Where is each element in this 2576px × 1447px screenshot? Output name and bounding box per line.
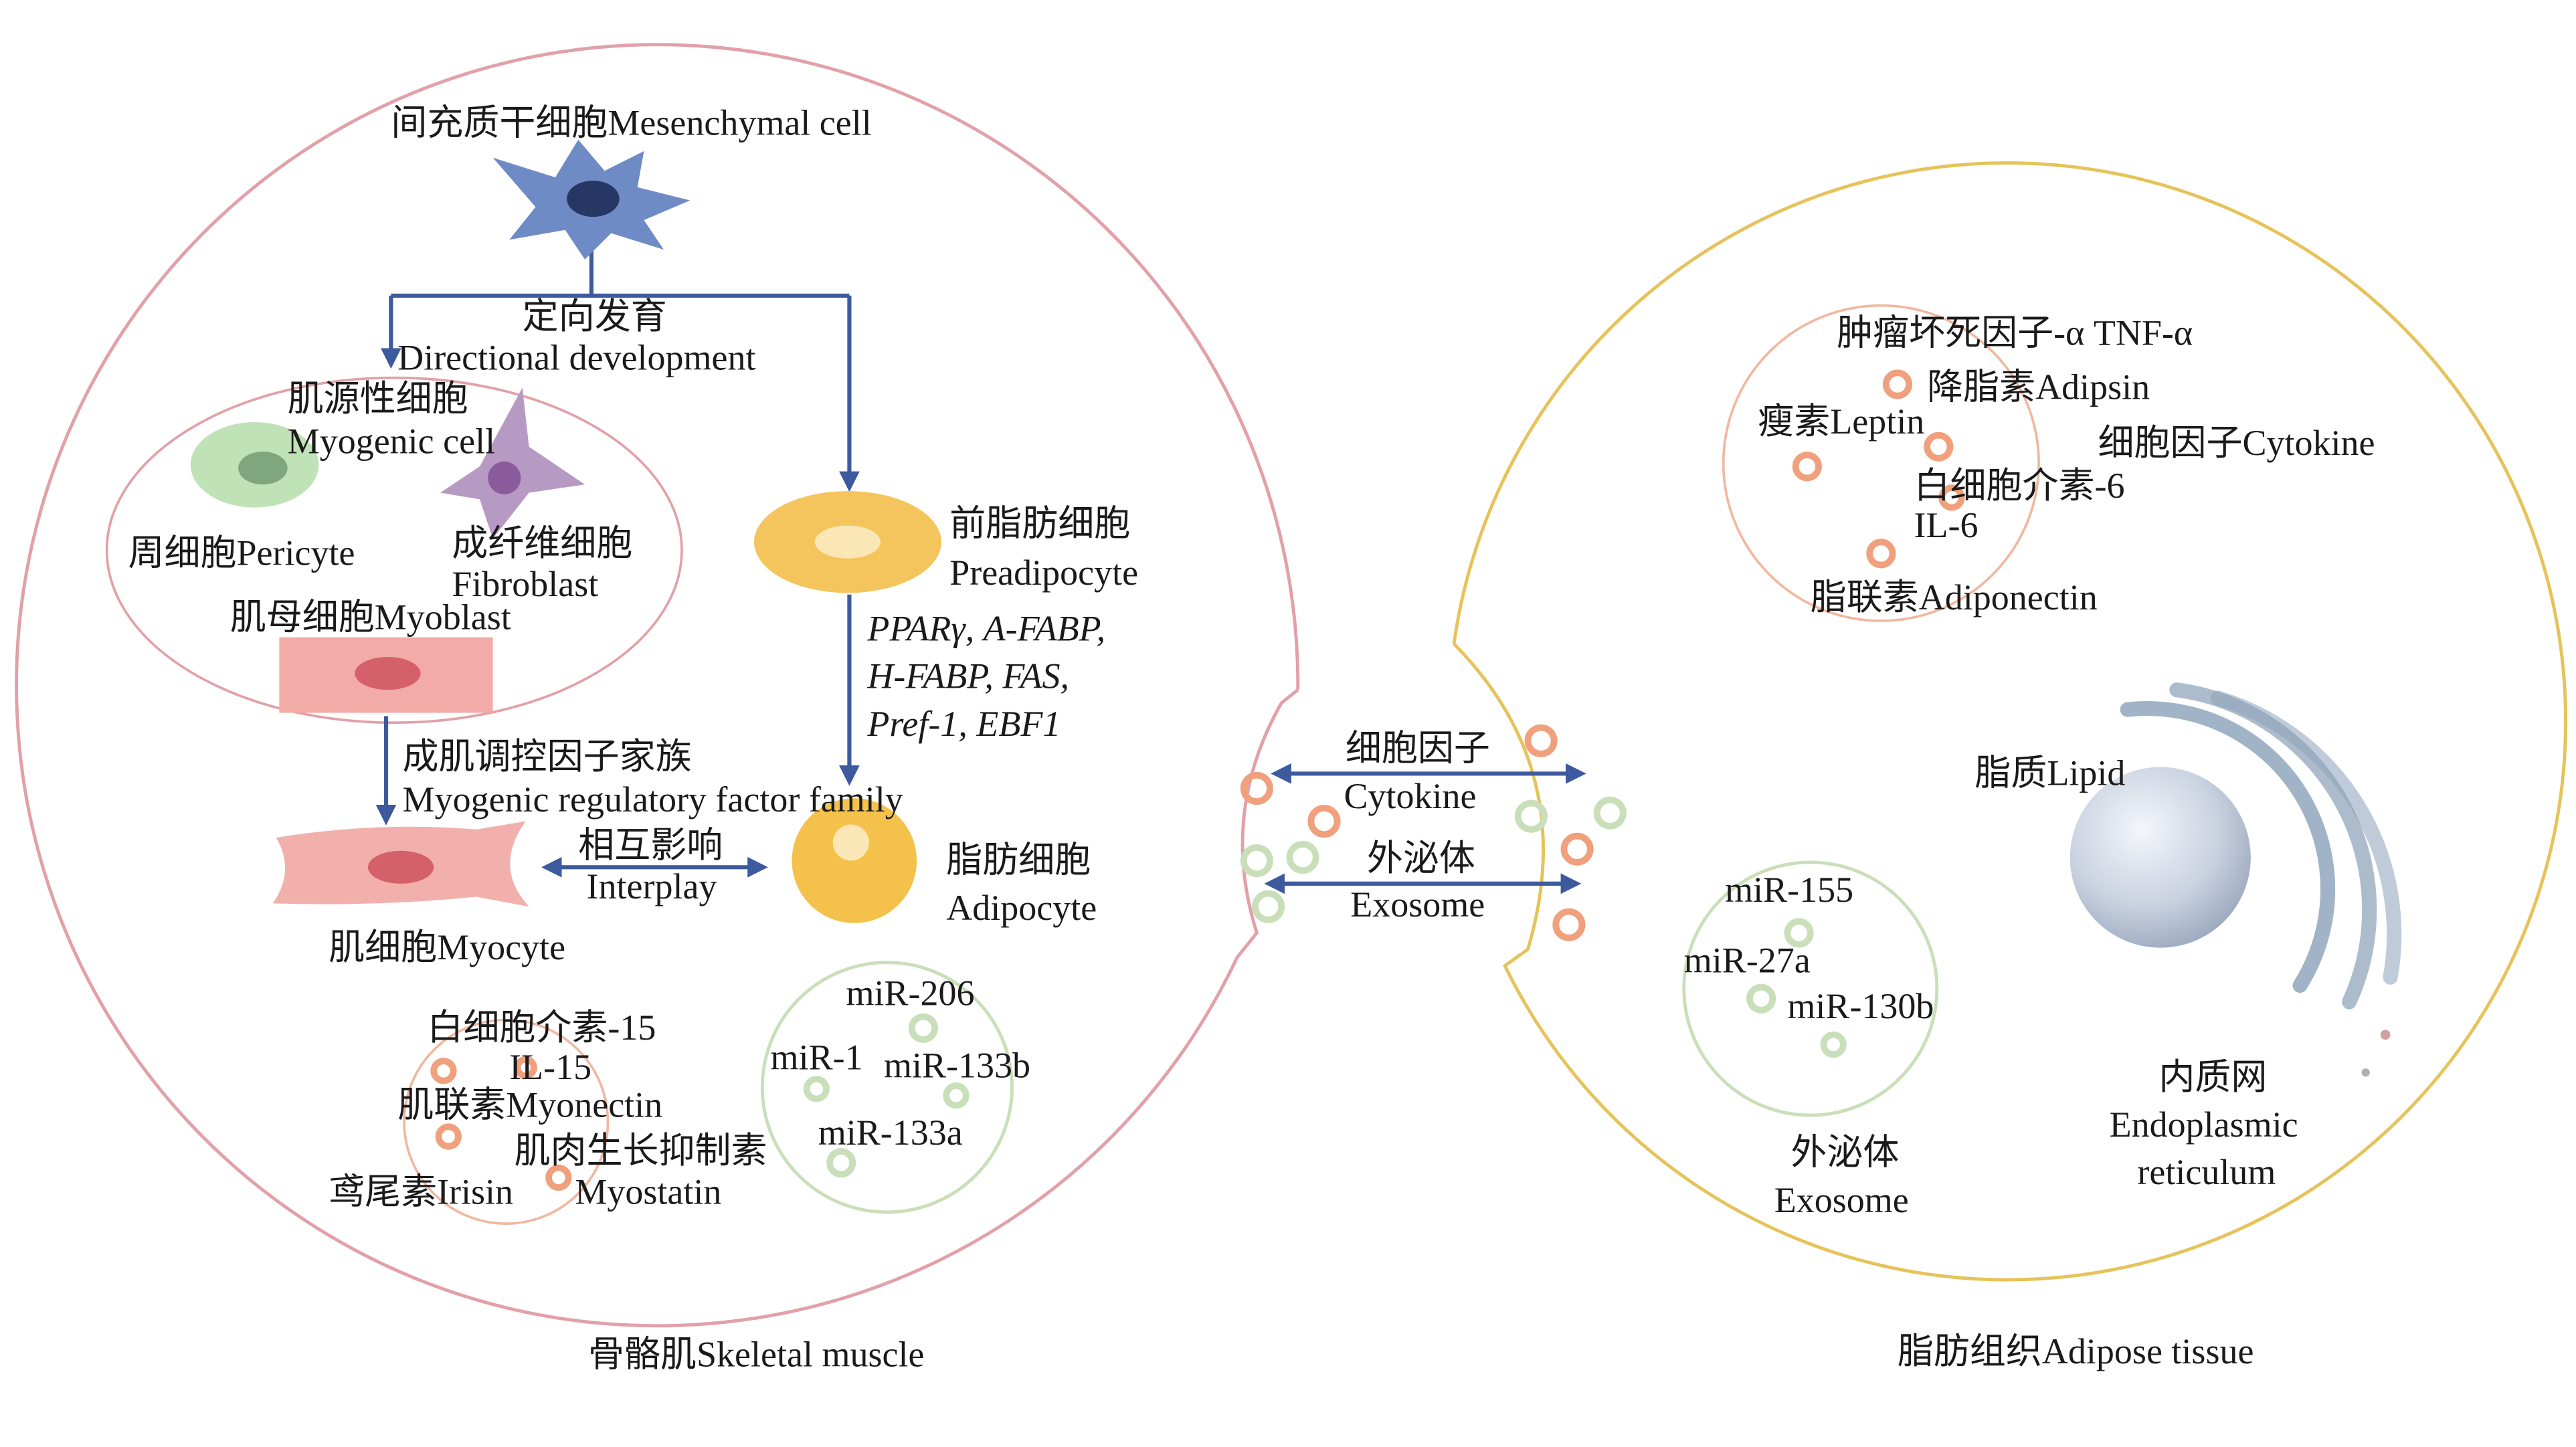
adipogenic-genes-line-1: PPARγ, A-FABP, (866, 609, 1105, 649)
adipocyte-cell-icon (792, 798, 917, 923)
preadipocyte-label-cn: 前脂肪细胞 (949, 503, 1130, 543)
myostatin-label-en: Myostatin (575, 1172, 721, 1212)
directional-development-label-cn: 定向发育 (523, 296, 667, 336)
adipogenic-genes-line-2: H-FABP, FAS, (866, 656, 1069, 696)
il15-label-cn: 白细胞介素-15 (427, 1007, 656, 1048)
exosome-crosstalk-label-cn: 外泌体 (1367, 838, 1475, 878)
myonectin-label: 肌联素Myonectin (397, 1085, 662, 1125)
irisin-label: 鸢尾素Irisin (329, 1172, 513, 1212)
exosome-vesicles (803, 796, 1847, 1178)
myogenic-cell-label-en: Myogenic cell (288, 421, 495, 462)
cytokine-crosstalk-label-cn: 细胞因子 (1346, 729, 1490, 769)
adipocyte-label-cn: 脂肪细胞 (946, 840, 1091, 880)
myogenic-cell-label-cn: 肌源性细胞 (288, 379, 468, 419)
mir-206-label: miR-206 (846, 973, 975, 1014)
fibroblast-cell-icon (440, 387, 585, 539)
preadipocyte-cell-icon (754, 491, 941, 593)
mir-130b-label: miR-130b (1787, 986, 1934, 1026)
er-label-en-1: Endoplasmic (2110, 1104, 2298, 1145)
directional-development-label-en: Directional development (397, 337, 755, 377)
endoplasmic-reticulum-icon (2120, 682, 2402, 1077)
myoblast-cell-icon (279, 637, 493, 713)
cytokine-crosstalk-label-en: Cytokine (1344, 776, 1476, 816)
mir-133b-label: miR-133b (884, 1046, 1030, 1086)
mrf-label-en: Myogenic regulatory factor family (403, 779, 903, 819)
er-label-en-2: reticulum (2137, 1152, 2276, 1192)
adipose-tissue-title: 脂肪组织Adipose tissue (1898, 1331, 2254, 1371)
leptin-label: 瘦素Leptin (1758, 401, 1924, 442)
adipsin-label: 降脂素Adipsin (1927, 367, 2150, 407)
preadipocyte-label-en: Preadipocyte (949, 553, 1138, 593)
il15-label-en: IL-15 (509, 1047, 591, 1087)
myostatin-label-cn: 肌肉生长抑制素 (515, 1131, 767, 1171)
myoblast-label: 肌母细胞Myoblast (230, 597, 511, 637)
adipose-exosome-label-en: Exosome (1774, 1180, 1909, 1220)
il6-label-en: IL-6 (1914, 505, 1978, 545)
tnf-alpha-label: 肿瘤坏死因子-α TNF-α (1837, 313, 2193, 353)
adiponectin-label: 脂联素Adiponectin (1811, 577, 2098, 617)
skeletal-muscle-title: 骨骼肌Skeletal muscle (588, 1335, 924, 1375)
il6-label-cn: 白细胞介素-6 (1914, 466, 2124, 506)
adipogenic-genes-line-3: Pref-1, EBF1 (866, 704, 1061, 744)
fibroblast-label-cn: 成纤维细胞 (452, 523, 632, 563)
myocyte-cell-icon (272, 821, 529, 907)
er-label-cn: 内质网 (2158, 1057, 2267, 1097)
interplay-label-en: Interplay (587, 866, 717, 906)
adipose-tissue-boundary (1452, 161, 2567, 1282)
directional-arrows (375, 229, 1586, 894)
mir-1-label: miR-1 (771, 1037, 863, 1077)
mir-155-label: miR-155 (1725, 870, 1853, 910)
lipid-droplet-icon (2069, 767, 2251, 948)
mrf-label-cn: 成肌调控因子家族 (403, 737, 692, 777)
fibroblast-label-en: Fibroblast (452, 564, 598, 604)
muscle-mirna-region (760, 961, 1014, 1214)
myogenic-cell-region (105, 376, 683, 725)
adipocyte-label-en: Adipocyte (946, 888, 1097, 928)
skeletal-muscle-boundary (15, 43, 1300, 1328)
mir-133a-label: miR-133a (818, 1113, 963, 1153)
adipose-exosome-label-cn: 外泌体 (1790, 1133, 1899, 1173)
myokine-region (403, 1018, 610, 1225)
myocyte-label: 肌细胞Myocyte (329, 927, 565, 967)
cytokine-vesicles (430, 369, 1965, 1191)
mir-27a-label: miR-27a (1684, 940, 1811, 980)
lipid-label: 脂质Lipid (1974, 753, 2125, 793)
adipose-cytokine-label: 细胞因子Cytokine (2098, 423, 2375, 463)
adipokine-region (1722, 304, 2040, 622)
adipose-exosome-region (1682, 860, 1939, 1117)
pericyte-label: 周细胞Pericyte (128, 533, 355, 573)
interplay-label-cn: 相互影响 (578, 826, 723, 866)
pericyte-cell-icon (190, 421, 319, 508)
mesenchymal-cell-label: 间充质干细胞Mesenchymal cell (391, 102, 871, 142)
exosome-crosstalk-label-en: Exosome (1350, 884, 1485, 925)
mesenchymal-cell-icon (492, 139, 691, 260)
